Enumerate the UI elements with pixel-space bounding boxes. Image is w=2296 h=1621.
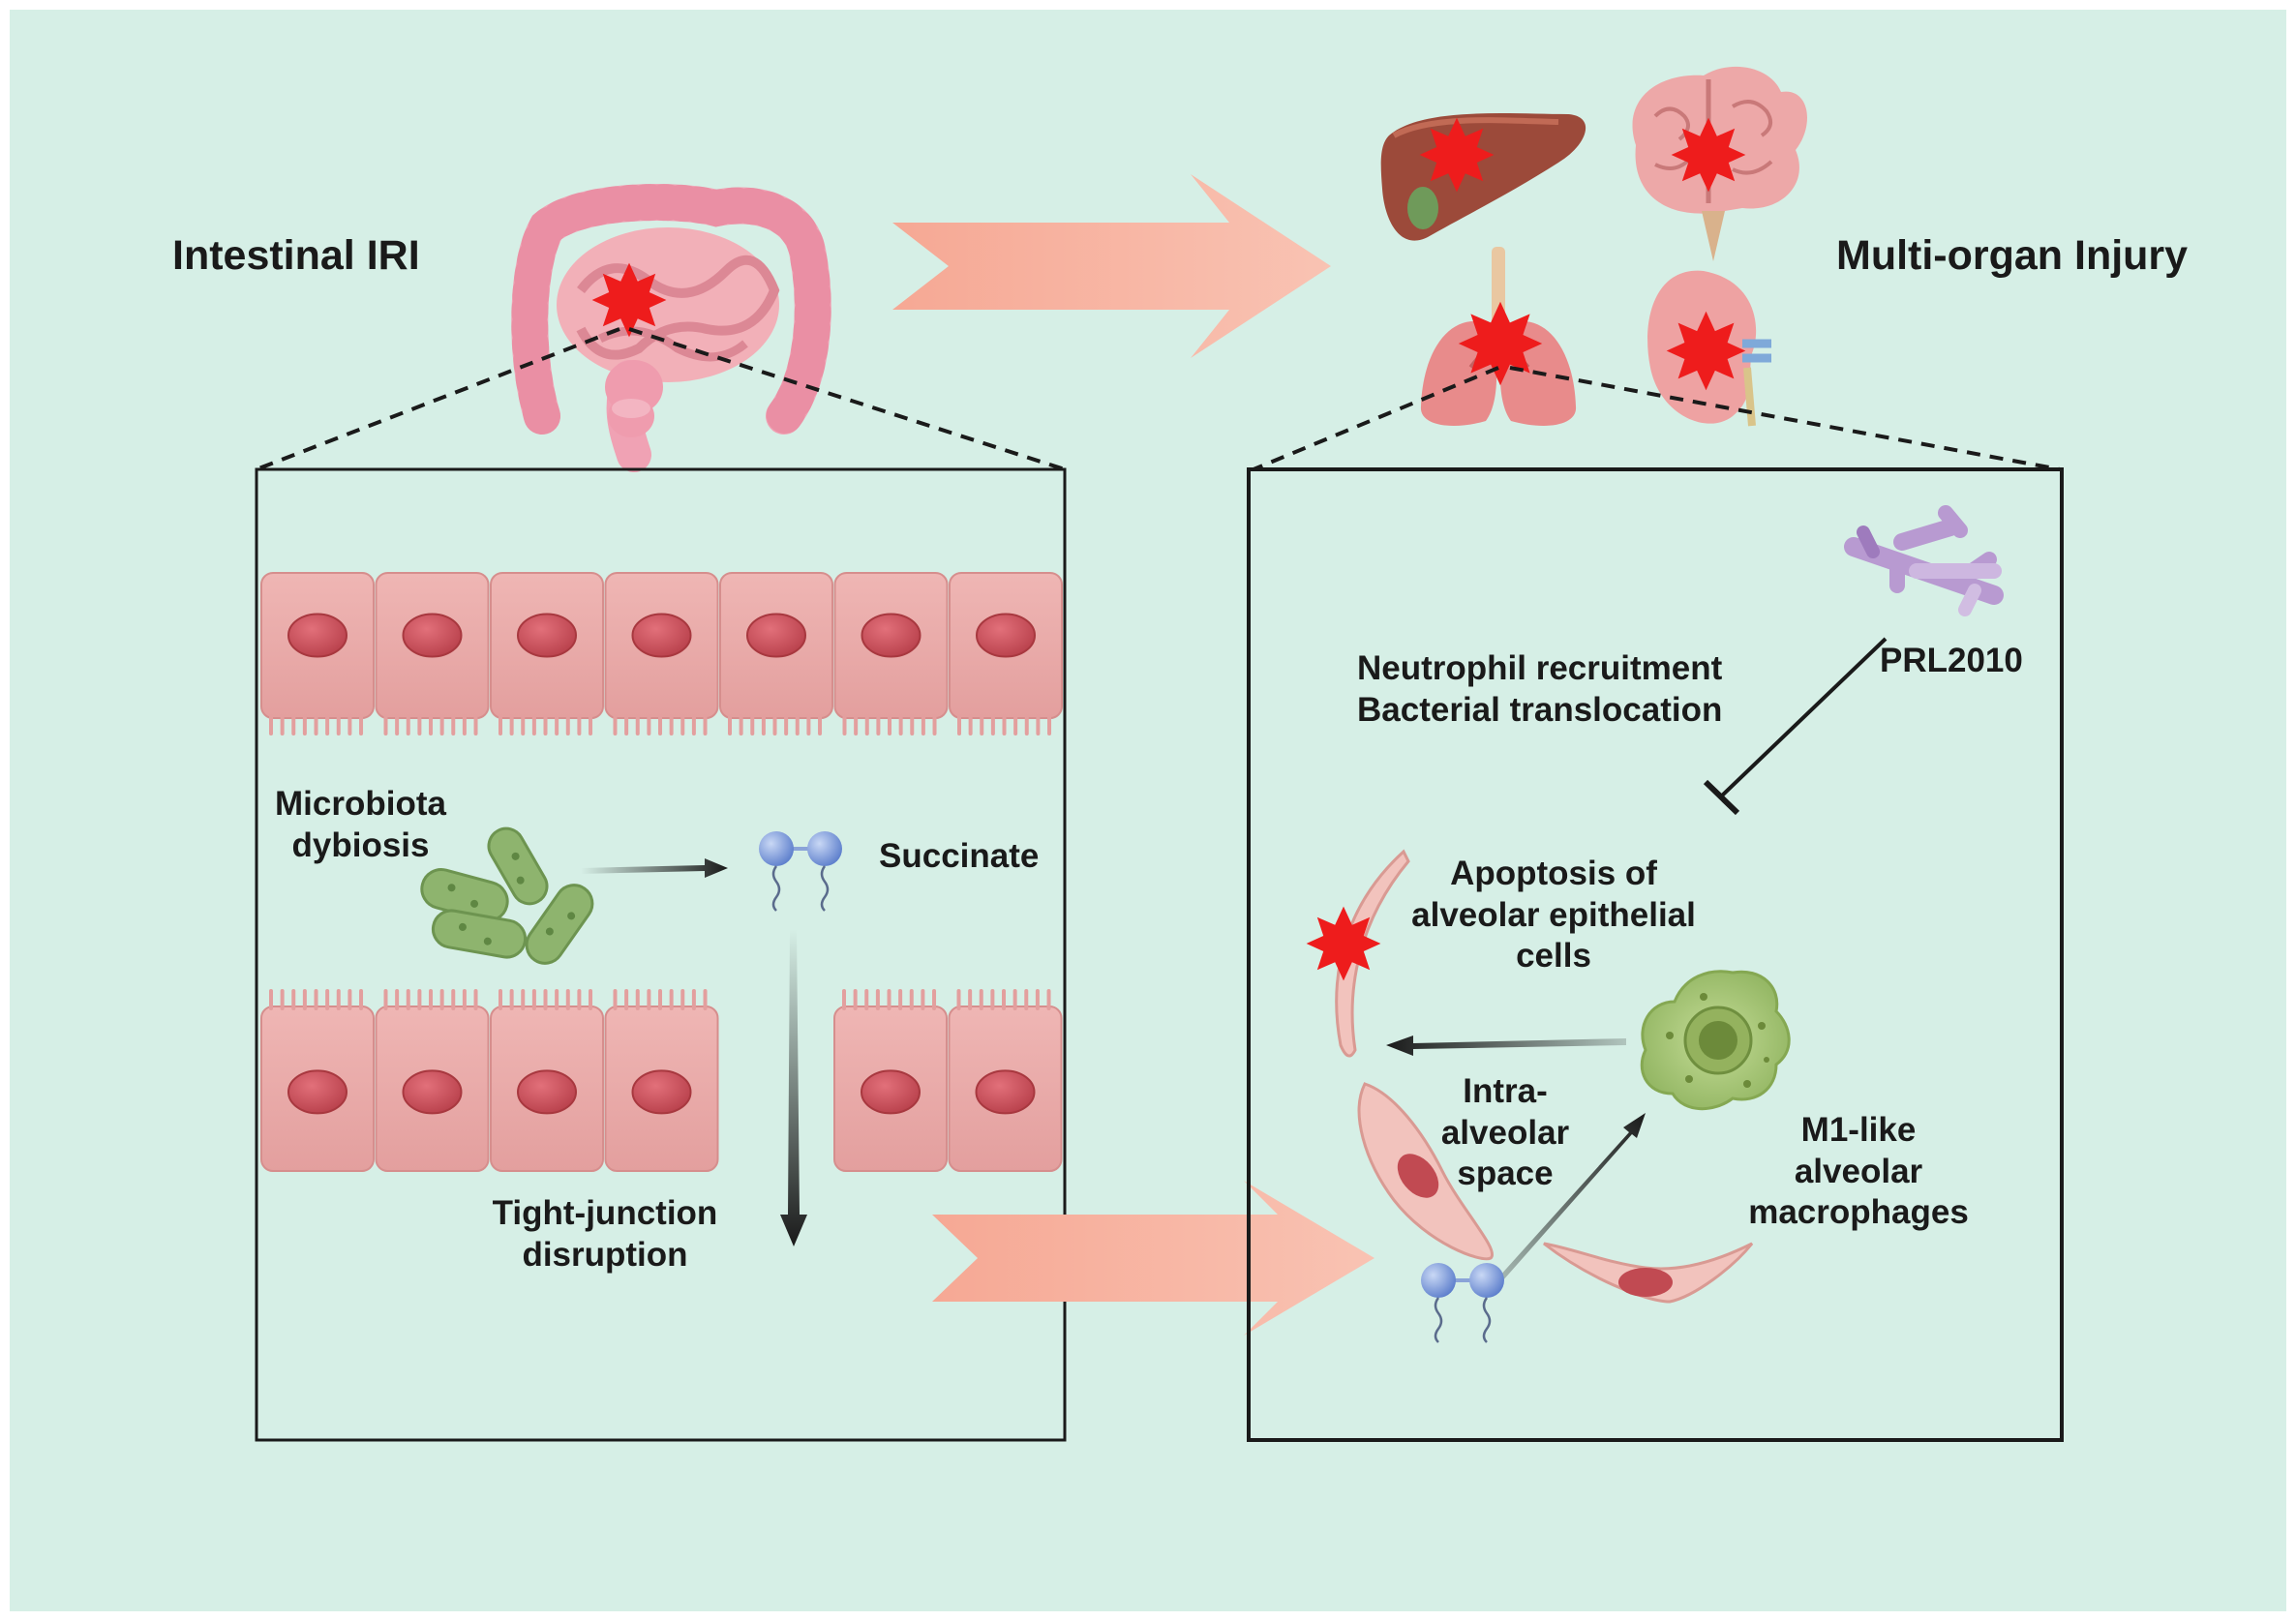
epithelial-cell xyxy=(719,572,833,735)
intra-line-3: space xyxy=(1457,1155,1554,1193)
epithelium-bottom xyxy=(260,989,1063,1172)
m1-macrophages-label: M1-like alveolar macrophages xyxy=(1723,1110,1994,1234)
bacterial-translocation-text: Bacterial translocation xyxy=(1357,690,1723,729)
epithelium-top xyxy=(260,572,1063,735)
nucleus xyxy=(861,613,921,658)
apoptosis-line-3: cells xyxy=(1516,937,1591,976)
nucleus xyxy=(517,1069,577,1115)
prl2010-label: PRL2010 xyxy=(1880,642,2023,679)
large-arrow-icon xyxy=(892,174,1331,358)
arrow-down xyxy=(780,929,807,1246)
alveolar-epithelial-cell-icon xyxy=(1357,1082,1495,1261)
epithelial-cell xyxy=(949,572,1063,735)
m1-line-2: alveolar xyxy=(1794,1152,1923,1190)
lung-detail-box xyxy=(1247,467,2064,1442)
neutrophil-recruitment-text: Neutrophil recruitment xyxy=(1357,649,1723,687)
apoptosis-line-1: Apoptosis of xyxy=(1450,855,1657,892)
injury-star-icon xyxy=(1306,906,1381,981)
injury-star-icon xyxy=(591,262,667,338)
intestine-detail-box xyxy=(255,467,1067,1442)
epithelial-cell xyxy=(260,572,375,735)
liver-icon xyxy=(1380,113,1586,241)
epithelial-cell xyxy=(490,572,604,735)
nucleus xyxy=(402,1069,463,1115)
neutrophil-bacterial-label: Neutrophil recruitment Bacterial translo… xyxy=(1357,648,1722,731)
multi-organ-injury-label: Multi-organ Injury xyxy=(1836,232,2189,279)
intestine-icon xyxy=(511,184,831,472)
tight-junction-line-2: disruption xyxy=(522,1235,688,1274)
zoom-lines xyxy=(256,327,2061,471)
epithelial-cell xyxy=(604,572,719,735)
epithelial-cell xyxy=(490,989,604,1172)
inhibition-line xyxy=(1703,637,1888,816)
nucleus xyxy=(402,613,463,658)
m1-line-1: M1-like xyxy=(1800,1111,1917,1149)
intra-line-2: alveolar xyxy=(1440,1113,1570,1152)
alveolar-epithelial-cell-icon xyxy=(1543,1242,1754,1304)
intra-line-1: Intra- xyxy=(1463,1072,1548,1110)
injury-star-icon xyxy=(1666,311,1746,391)
arrow-left xyxy=(1386,1036,1626,1056)
apoptosis-label: Apoptosis of alveolar epithelial cells xyxy=(1394,854,1713,977)
nucleus xyxy=(976,613,1036,658)
injury-star-icon xyxy=(1419,117,1495,193)
epithelial-cell xyxy=(833,572,949,735)
arrow-to-macrophage xyxy=(1498,1113,1646,1281)
nucleus xyxy=(631,613,692,658)
nucleus xyxy=(746,613,806,658)
injury-star-icon xyxy=(1671,117,1746,193)
epithelial-cell xyxy=(948,989,1063,1172)
succinate-label: Succinate xyxy=(879,837,1040,875)
epithelial-cell xyxy=(260,989,375,1172)
epithelial-cell xyxy=(375,989,490,1172)
large-arrow-icon xyxy=(932,1181,1375,1336)
nucleus xyxy=(287,1069,347,1115)
tight-junction-line-1: Tight-junction xyxy=(492,1194,718,1232)
nucleus xyxy=(517,613,577,658)
nucleus xyxy=(975,1069,1036,1115)
macrophage-icon xyxy=(1640,970,1791,1111)
tight-junction-label: Tight-junction disruption xyxy=(474,1193,736,1276)
nucleus xyxy=(861,1069,921,1115)
intra-alveolar-space-label: Intra- alveolar space xyxy=(1437,1071,1573,1195)
injury-star-icon xyxy=(1458,301,1543,386)
microbiota-dysbiosis-label: Microbiota dybiosis xyxy=(261,784,460,866)
epithelial-cell xyxy=(604,989,719,1172)
intestinal-iri-label: Intestinal IRI xyxy=(172,232,420,279)
microbiota-line-2: dybiosis xyxy=(291,826,430,864)
m1-line-3: macrophages xyxy=(1748,1193,1969,1232)
epithelial-cell xyxy=(833,989,948,1172)
arrow-to-succinate xyxy=(581,858,728,878)
epithelial-cell xyxy=(375,572,490,735)
bacteria-icon xyxy=(420,826,594,965)
microbiota-line-1: Microbiota xyxy=(275,785,446,823)
nucleus xyxy=(287,613,347,658)
apoptosis-line-2: alveolar epithelial xyxy=(1411,895,1696,934)
prl2010-molecule-icon xyxy=(1844,505,2004,616)
nucleus xyxy=(631,1069,692,1115)
